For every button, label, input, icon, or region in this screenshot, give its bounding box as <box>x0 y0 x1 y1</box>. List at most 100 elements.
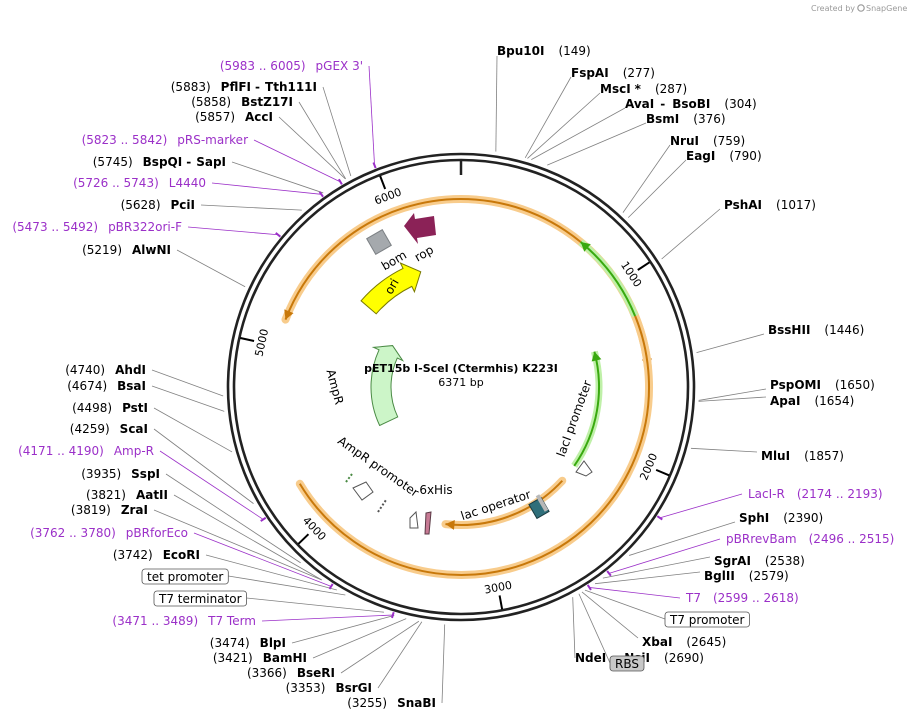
enzyme-bsai-position: (4674) <box>67 379 107 393</box>
enzyme-bsmi-name: BsmI <box>646 112 679 126</box>
enzyme-bseri-name: BseRI <box>297 666 335 680</box>
leader-line <box>165 473 301 564</box>
leader-line <box>368 65 375 166</box>
enzyme-pshai-position: (1017) <box>776 198 816 212</box>
enzyme-bsmi-position: (376) <box>693 112 725 126</box>
primer-pbrforeco-name: pBRforEco <box>126 526 188 540</box>
leader-line <box>261 614 393 622</box>
leader-line <box>608 538 721 574</box>
leader-line <box>698 396 767 402</box>
enzyme-blpi-position: (3474) <box>210 636 250 650</box>
plasmid-backbone <box>226 152 696 622</box>
orf-arc-bottom-arrowhead <box>445 519 455 530</box>
leader-line <box>153 509 322 581</box>
enzyme-bsshii-name: BssHII <box>768 323 810 337</box>
leader-line <box>228 575 346 596</box>
enzyme-ecori-name: EcoRI <box>163 548 200 562</box>
leader-line <box>659 493 743 519</box>
leader-line <box>246 597 384 613</box>
enzyme-bglii-position: (2579) <box>749 569 789 583</box>
leader-line <box>594 571 701 585</box>
enzyme-bsrgi-name: BsrGI <box>335 681 372 695</box>
leader-line <box>696 333 765 354</box>
primer-ampr-range: (4171 .. 4190) <box>18 444 104 458</box>
enzyme-sgrai-position: (2538) <box>765 554 805 568</box>
leader-line <box>153 407 233 453</box>
feature-box-tet-promoter: tet promoter <box>141 568 229 585</box>
snapgene-logo-icon <box>857 4 865 12</box>
bom-feature <box>366 229 392 255</box>
orf-arc-left <box>281 195 653 579</box>
primer-t7-range: (2599 .. 2618) <box>713 591 799 605</box>
enzyme-bamhi-position: (3421) <box>213 651 253 665</box>
enzyme-eagi-position: (790) <box>729 149 761 163</box>
laci-promoter-arrow-icon <box>575 460 593 477</box>
leader-line <box>441 624 446 704</box>
enzyme-bglii-name: BglII <box>704 569 735 583</box>
lac-operator-rbs-marker <box>535 494 549 512</box>
primer-site-mark <box>275 232 282 238</box>
leader-line <box>622 144 671 213</box>
leader-line <box>581 591 639 639</box>
enzyme-sgrai-name: SgrAI <box>714 554 751 568</box>
leader-line <box>495 55 498 152</box>
orf-arc-bottom-line <box>445 480 564 526</box>
leader-line <box>253 139 341 183</box>
primer-pbrforeco-range: (3762 .. 3780) <box>30 526 116 540</box>
enzyme-pflfi-name2: Tth111I <box>265 80 317 94</box>
tick-label: 6000 <box>373 185 404 207</box>
tick-label: 5000 <box>252 328 271 358</box>
leader-line <box>322 86 352 177</box>
primer-t7term-range: (3471 .. 3489) <box>112 614 198 628</box>
enzyme-ecori-position: (3742) <box>113 548 153 562</box>
leader-line <box>661 208 721 260</box>
leader-line <box>312 618 407 659</box>
enzyme-sspi-position: (3935) <box>81 467 121 481</box>
enzyme-scai-name: ScaI <box>120 422 148 436</box>
enzyme-acci-name: AccI <box>245 110 273 124</box>
primer-pbrrevbam-name: pBRrevBam <box>726 532 797 546</box>
enzyme-msci-star: * <box>635 82 642 96</box>
primer-site-mark <box>656 515 663 521</box>
laci-arc-outer <box>578 239 639 318</box>
tick-mark <box>637 261 651 271</box>
enzyme-bspqi-name2: SapI <box>196 155 226 169</box>
enzyme-apai-position: (1654) <box>814 394 854 408</box>
feature-box-tet-promoter-label: tet promoter <box>147 570 223 584</box>
enzyme-sspi-name: SspI <box>131 467 160 481</box>
orf-arc-left-line <box>284 198 650 576</box>
enzyme-xbai-position: (2645) <box>686 635 726 649</box>
leader-line <box>173 494 322 581</box>
enzyme-pcii-position: (5628) <box>121 198 161 212</box>
enzyme-separator: - <box>186 155 191 169</box>
laci-arc-inner-arrowhead <box>591 351 602 362</box>
enzyme-blpi-name: BlpI <box>260 636 286 650</box>
enzyme-apai-name: ApaI <box>770 394 800 408</box>
primer-site-mark <box>606 570 612 577</box>
primer-lacir-range: (2174 .. 2193) <box>797 487 883 501</box>
laci-arc-inner-line <box>573 351 600 467</box>
feature-box-t7-promoter: T7 promoter <box>664 611 750 628</box>
enzyme-eagi-name: EagI <box>686 149 715 163</box>
enzyme-zrai-name: ZraI <box>121 503 148 517</box>
enzyme-bseri-position: (3366) <box>247 666 287 680</box>
enzyme-nrui-position: (759) <box>713 134 745 148</box>
enzyme-sphi-position: (2390) <box>783 511 823 525</box>
feature-box-rbs-frame <box>609 655 645 672</box>
enzyme-pflfi-position: (5883) <box>171 80 211 94</box>
ampr-label: AmpR <box>323 368 346 406</box>
enzyme-avai-name2: BsoBI <box>672 97 710 111</box>
enzyme-bspqi-position: (5745) <box>93 155 133 169</box>
primer-site-mark <box>260 516 267 522</box>
his-tag-label: 6xHis <box>419 483 452 497</box>
leader-line <box>578 593 611 664</box>
enzyme-pcii-name: PciI <box>171 198 196 212</box>
enzyme-aatii-name: AatII <box>136 488 168 502</box>
enzyme-bspqi-name: BspQI <box>143 155 183 169</box>
enzyme-snabi-position: (3255) <box>347 696 387 710</box>
enzyme-alwni-position: (5219) <box>82 243 122 257</box>
tick-label: 2000 <box>637 451 660 482</box>
leader-line <box>340 620 420 674</box>
